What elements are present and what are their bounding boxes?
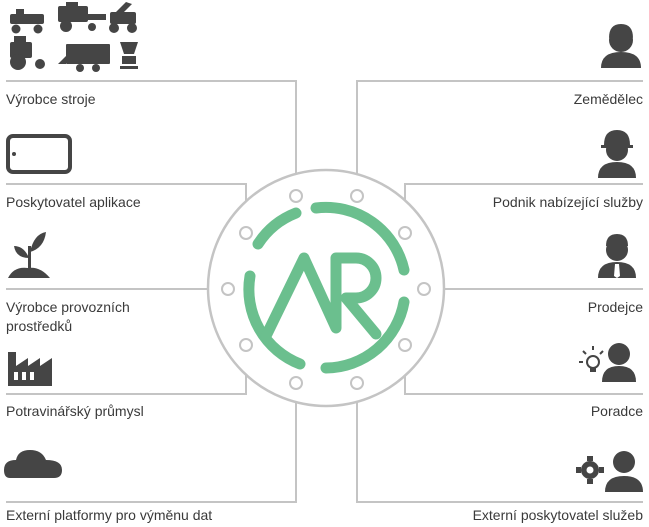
hub-port — [239, 226, 253, 240]
hub-ports — [221, 189, 431, 390]
connector-farmer — [356, 80, 643, 190]
hub-port — [239, 338, 253, 352]
agrirouter-logo-icon — [243, 201, 410, 374]
label-inputs-manufacturer: Výrobce provozních prostředků — [6, 299, 130, 334]
salesman-icon — [598, 234, 636, 278]
hub-port — [350, 189, 364, 203]
hub-port — [398, 338, 412, 352]
hub-port — [221, 282, 235, 296]
hub-port — [289, 189, 303, 203]
farmer-icon — [601, 24, 641, 68]
label-external-service-provider: Externí poskytovatel služeb — [472, 507, 643, 523]
label-app-provider: Poskytovatel aplikace — [6, 194, 141, 210]
connector-lines — [6, 80, 643, 503]
service-provider-gear-icon — [576, 451, 643, 492]
worker-helmet-icon — [598, 130, 636, 178]
label-farmer: Zemědělec — [573, 91, 643, 107]
hub-port — [289, 376, 303, 390]
label-dealer: Prodejce — [587, 299, 643, 315]
tablet-icon — [6, 134, 72, 174]
factory-icon — [8, 352, 52, 386]
hub-port — [417, 282, 431, 296]
connector-platforms — [6, 384, 297, 503]
hub-port — [350, 376, 364, 390]
farm-machinery-icon — [10, 2, 138, 72]
connector-machinery — [6, 80, 297, 190]
label-service-company: Podnik nabízející služby — [492, 194, 643, 210]
connector-external-provider — [356, 384, 643, 503]
advisor-idea-icon — [579, 343, 636, 382]
cloud-icon — [4, 450, 62, 478]
label-data-exchange-platforms: Externí platformy pro výměnu dat — [6, 507, 213, 523]
sprout-icon — [8, 232, 50, 278]
label-advisor: Poradce — [590, 403, 643, 419]
hub-port — [398, 226, 412, 240]
label-food-industry: Potravinářský průmysl — [6, 403, 144, 419]
label-machinery-manufacturer: Výrobce stroje — [6, 91, 96, 107]
